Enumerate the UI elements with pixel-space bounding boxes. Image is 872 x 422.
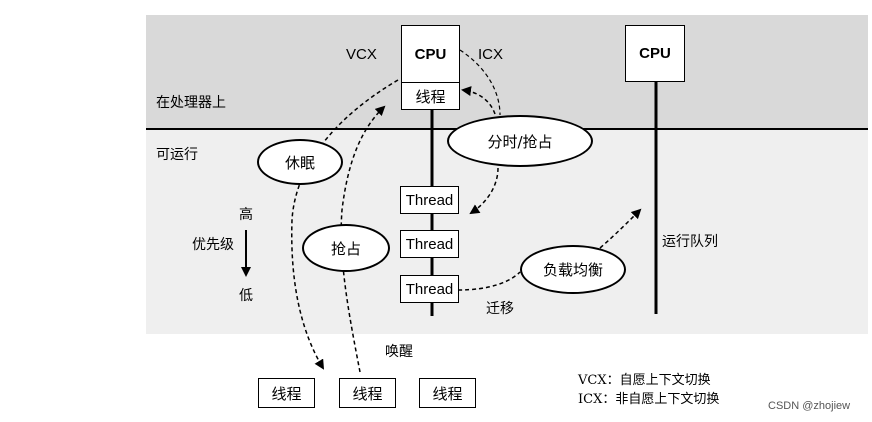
right-cpu-label: CPU — [639, 45, 671, 62]
icx-start-line — [459, 49, 501, 116]
load-balance-arrow — [599, 208, 642, 249]
left-cpu-label: CPU — [414, 45, 447, 63]
sleeping-thread-label: 线程 — [352, 384, 383, 403]
watermark: CSDN @zhojiew — [768, 400, 851, 412]
time-slice-preempt-ellipse: 分时/抢占 — [447, 115, 593, 167]
preempt-label: 抢占 — [330, 239, 361, 258]
runnable-thread-1: Thread — [400, 186, 459, 214]
runnable-thread-2: Thread — [400, 230, 459, 258]
migration-line — [457, 271, 521, 291]
priority-high-label: 高 — [239, 207, 253, 223]
preempt-ellipse: 抢占 — [302, 224, 390, 272]
load-balance-label: 负载均衡 — [542, 261, 603, 279]
run-queue-label: 运行队列 — [662, 234, 718, 250]
legend-icx: ICX：非自愿上下文切换 — [578, 392, 720, 407]
thread-label: Thread — [405, 235, 454, 253]
sleeping-thread-3: 线程 — [419, 378, 476, 408]
priority-title: 优先级 — [192, 237, 234, 253]
right-cpu-box: CPU — [625, 25, 685, 82]
thread-label: Thread — [405, 191, 454, 209]
load-balance-ellipse: 负载均衡 — [520, 245, 626, 294]
runnable-label: 可运行 — [156, 147, 198, 163]
sleeping-thread-1: 线程 — [258, 378, 315, 408]
icx-timeslice-arrow — [469, 167, 499, 215]
on-processor-label: 在处理器上 — [156, 95, 226, 111]
icx-label: ICX — [478, 46, 504, 63]
running-thread-label: 线程 — [415, 87, 446, 106]
wakeup-preempt-arrow — [340, 105, 386, 373]
vcx-sleep-arrow — [291, 79, 399, 370]
sleeping-thread-label: 线程 — [271, 384, 302, 403]
thread-label: Thread — [405, 280, 454, 298]
on-processor-region — [146, 15, 868, 129]
left-cpu-box: CPU — [401, 25, 460, 83]
migrate-label: 迁移 — [486, 301, 514, 317]
runnable-thread-3: Thread — [400, 275, 459, 303]
sleeping-thread-2: 线程 — [339, 378, 396, 408]
wakeup-label: 唤醒 — [385, 344, 413, 360]
running-thread-box: 线程 — [401, 82, 460, 110]
vcx-label: VCX — [346, 46, 377, 63]
time-slice-preempt-label: 分时/抢占 — [487, 132, 553, 151]
icx-return-arrow — [461, 86, 496, 115]
priority-low-label: 低 — [239, 288, 253, 304]
sleep-label: 休眠 — [284, 153, 315, 172]
sleeping-thread-label: 线程 — [432, 384, 463, 403]
legend-vcx: VCX：自愿上下文切换 — [578, 373, 711, 388]
sleep-ellipse: 休眠 — [257, 139, 343, 185]
